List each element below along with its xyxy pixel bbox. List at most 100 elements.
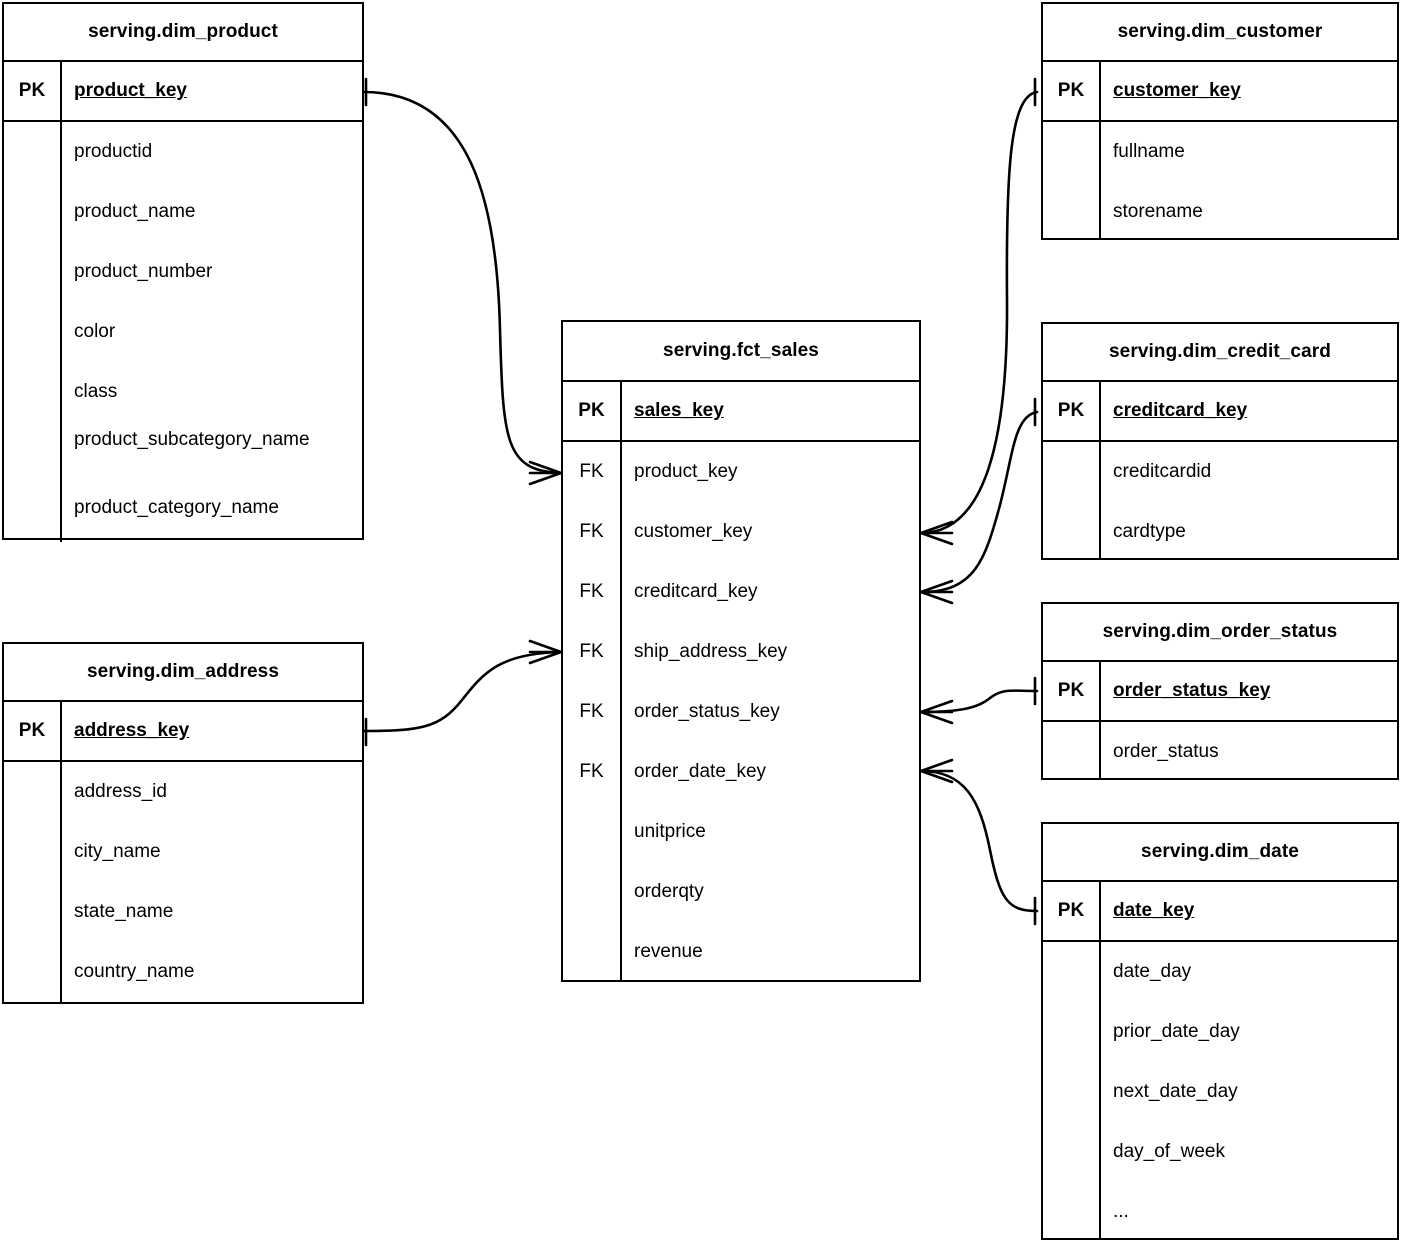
- entity-fct-sales[interactable]: serving.fct_sales PK sales_key FK produc…: [561, 320, 921, 982]
- attribute-name: class: [74, 381, 118, 402]
- pk-row-dim-credit-card[interactable]: PK creditcard_key: [1043, 382, 1397, 442]
- attribute-row[interactable]: fullname: [1043, 122, 1397, 182]
- entity-dim-date[interactable]: serving.dim_date PK date_key date_day pr…: [1041, 822, 1399, 1240]
- fk-row[interactable]: FK ship_address_key: [563, 622, 919, 682]
- fk-row[interactable]: FK creditcard_key: [563, 562, 919, 622]
- attribute-row[interactable]: color: [4, 302, 362, 362]
- attributes-fct-sales: FK product_key FK customer_key FK credit…: [563, 442, 919, 980]
- attribute-row[interactable]: product_subcategory_name: [4, 418, 362, 492]
- crowsfoot-customer: [919, 520, 954, 546]
- attribute-row[interactable]: productid: [4, 122, 362, 182]
- attributes-dim-address: address_id city_name state_name country_…: [4, 762, 362, 1002]
- pk-row-dim-date[interactable]: PK date_key: [1043, 882, 1397, 942]
- pk-name-dim-customer: customer_key: [1113, 80, 1241, 102]
- key-blank: [4, 942, 62, 1002]
- key-blank: [1043, 502, 1101, 560]
- attribute-row[interactable]: class: [4, 362, 362, 418]
- attribute-row[interactable]: product_number: [4, 242, 362, 302]
- attribute-name: product_category_name: [74, 497, 279, 518]
- fk-name: order_status_key: [634, 701, 780, 722]
- key-blank: [563, 922, 622, 980]
- attributes-dim-date: date_day prior_date_day next_date_day da…: [1043, 942, 1397, 1240]
- measure-row[interactable]: unitprice: [563, 802, 919, 862]
- attribute-row[interactable]: creditcardid: [1043, 442, 1397, 502]
- key-blank: [1043, 942, 1101, 1002]
- edge-customer: [919, 90, 1039, 535]
- attribute-name: prior_date_day: [1113, 1021, 1240, 1042]
- key-blank: [563, 862, 622, 922]
- crowsfoot-address: [528, 639, 563, 665]
- attribute-row[interactable]: prior_date_day: [1043, 1002, 1397, 1062]
- entity-title-fct-sales: serving.fct_sales: [563, 322, 919, 382]
- entity-dim-product[interactable]: serving.dim_product PK product_key produ…: [2, 2, 364, 542]
- fk-row[interactable]: FK product_key: [563, 442, 919, 502]
- crowsfoot-product: [528, 460, 563, 486]
- pk-label: PK: [563, 382, 622, 440]
- pk-row-dim-address[interactable]: PK address_key: [4, 702, 362, 762]
- key-blank: [4, 122, 62, 182]
- key-blank: [1043, 1002, 1101, 1062]
- fk-row[interactable]: FK order_date_key: [563, 742, 919, 802]
- attribute-name: day_of_week: [1113, 1141, 1225, 1162]
- fk-row[interactable]: FK customer_key: [563, 502, 919, 562]
- attribute-name: storename: [1113, 201, 1203, 222]
- fk-name: ship_address_key: [634, 641, 788, 662]
- entity-title-dim-address: serving.dim_address: [4, 644, 362, 702]
- attribute-row[interactable]: storename: [1043, 182, 1397, 240]
- crowsfoot-date: [919, 758, 954, 784]
- entity-dim-customer[interactable]: serving.dim_customer PK customer_key ful…: [1041, 2, 1399, 240]
- attribute-row[interactable]: product_name: [4, 182, 362, 242]
- attribute-row[interactable]: cardtype: [1043, 502, 1397, 560]
- attribute-row[interactable]: state_name: [4, 882, 362, 942]
- entity-title-dim-product: serving.dim_product: [4, 4, 362, 62]
- pk-row-dim-order-status[interactable]: PK order_status_key: [1043, 662, 1397, 722]
- attribute-row[interactable]: date_day: [1043, 942, 1397, 1002]
- measure-row[interactable]: orderqty: [563, 862, 919, 922]
- key-blank: [4, 302, 62, 362]
- fk-row[interactable]: FK order_status_key: [563, 682, 919, 742]
- pk-name-dim-order-status: order_status_key: [1113, 680, 1271, 702]
- attribute-name: ...: [1113, 1201, 1129, 1222]
- pk-row-dim-customer[interactable]: PK customer_key: [1043, 62, 1397, 122]
- attributes-dim-order-status: order_status: [1043, 722, 1397, 780]
- fk-label: FK: [563, 442, 622, 502]
- attribute-row[interactable]: ...: [1043, 1182, 1397, 1240]
- pk-label: PK: [1043, 62, 1101, 120]
- attribute-row[interactable]: address_id: [4, 762, 362, 822]
- key-blank: [4, 418, 62, 492]
- edge-date: [919, 769, 1039, 913]
- entity-dim-address[interactable]: serving.dim_address PK address_key addre…: [2, 642, 364, 1004]
- attribute-row[interactable]: city_name: [4, 822, 362, 882]
- entity-dim-credit-card[interactable]: serving.dim_credit_card PK creditcard_ke…: [1041, 322, 1399, 560]
- attribute-row[interactable]: next_date_day: [1043, 1062, 1397, 1122]
- measure-name: unitprice: [634, 821, 706, 842]
- edge-product: [362, 90, 561, 475]
- pk-name-fct-sales: sales_key: [634, 400, 724, 422]
- attribute-name: country_name: [74, 961, 195, 982]
- crowsfoot-orderstatus: [919, 699, 954, 725]
- key-blank: [1043, 122, 1101, 182]
- pk-row-dim-product[interactable]: PK product_key: [4, 62, 362, 122]
- measure-name: orderqty: [634, 881, 704, 902]
- fk-name: product_key: [634, 461, 738, 482]
- attribute-row[interactable]: product_category_name: [4, 492, 362, 542]
- key-blank: [4, 492, 62, 542]
- attribute-row[interactable]: country_name: [4, 942, 362, 1002]
- entity-title-dim-credit-card: serving.dim_credit_card: [1043, 324, 1397, 382]
- measure-name: revenue: [634, 941, 703, 962]
- measure-row[interactable]: revenue: [563, 922, 919, 980]
- key-blank: [4, 762, 62, 822]
- attribute-row[interactable]: day_of_week: [1043, 1122, 1397, 1182]
- pk-row-fct-sales[interactable]: PK sales_key: [563, 382, 919, 442]
- attribute-name: fullname: [1113, 141, 1185, 162]
- attribute-row[interactable]: order_status: [1043, 722, 1397, 780]
- fk-label: FK: [563, 502, 622, 562]
- entity-dim-order-status[interactable]: serving.dim_order_status PK order_status…: [1041, 602, 1399, 780]
- attribute-name: next_date_day: [1113, 1081, 1238, 1102]
- entity-title-dim-order-status: serving.dim_order_status: [1043, 604, 1397, 662]
- attribute-name: state_name: [74, 901, 174, 922]
- fk-label: FK: [563, 742, 622, 802]
- crowsfoot-creditcard: [919, 579, 954, 605]
- key-blank: [4, 822, 62, 882]
